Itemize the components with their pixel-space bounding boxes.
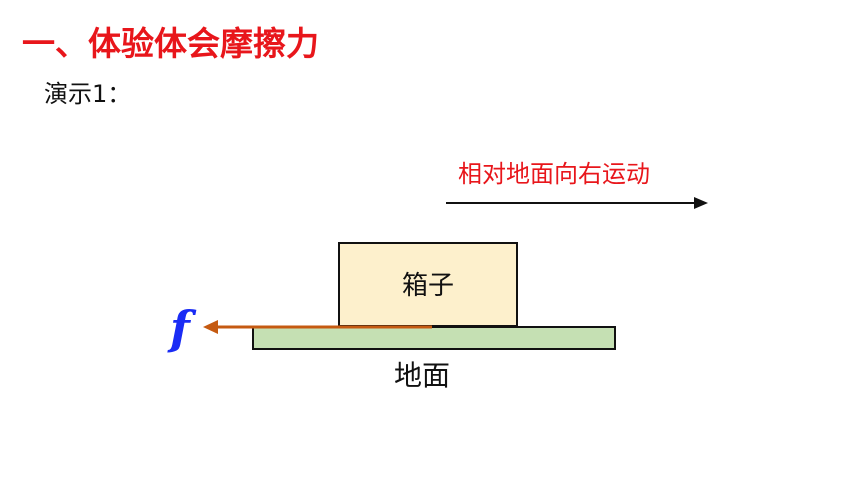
friction-force-symbol: f — [170, 301, 190, 355]
ground-label: 地面 — [394, 359, 451, 392]
motion-direction-label: 相对地面向右运动 — [458, 160, 650, 188]
box-block: 箱子 — [338, 242, 518, 327]
motion-arrow — [446, 197, 708, 209]
ground-block — [252, 326, 616, 350]
friction-force-arrow — [203, 320, 432, 334]
demo-label: 演示1： — [44, 80, 132, 108]
page-title: 一、体验体会摩擦力 — [22, 24, 319, 63]
box-label: 箱子 — [401, 271, 454, 301]
